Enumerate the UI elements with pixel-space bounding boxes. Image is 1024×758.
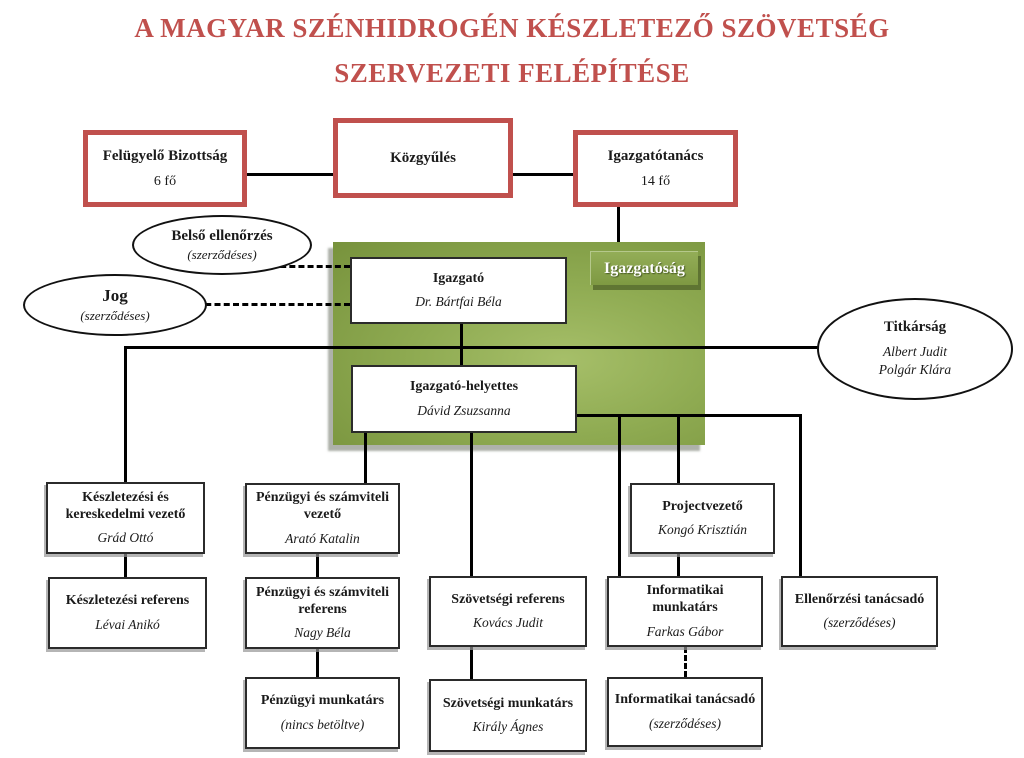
- box-igazgato-helyettes: Igazgató-helyettes Dávid Zsuzsanna: [351, 365, 577, 433]
- connector-helyettes-szovetsegi: [470, 433, 473, 576]
- page-title-line1: A MAGYAR SZÉNHIDROGÉN KÉSZLETEZŐ SZÖVETS…: [134, 13, 890, 43]
- box-name: Nagy Béla: [294, 625, 351, 641]
- box-name: Grád Ottó: [97, 530, 154, 546]
- box-title: Szövetségi referens: [451, 591, 565, 607]
- ellipse-name: Polgár Klára: [878, 362, 952, 377]
- box-projectvezeto: Projectvezető Kongó Krisztián: [630, 483, 775, 554]
- box-szovetsegi-munkatars: Szövetségi munkatárs Király Ágnes: [429, 679, 587, 752]
- box-title: Informatikai munkatárs: [646, 583, 724, 615]
- box-kozgyules: Közgyűlés: [333, 118, 513, 198]
- box-title: Pénzügyi és számviteli vezető: [256, 490, 389, 522]
- box-igazgatotanacs: Igazgatótanács 14 fő: [573, 130, 738, 207]
- box-penzugyi-munkatars: Pénzügyi munkatárs (nincs betöltve): [245, 677, 400, 749]
- connector-felugyelo-kozgyules: [247, 173, 333, 176]
- connector-penzugyi-munkatars: [316, 649, 319, 677]
- box-igazgato: Igazgató Dr. Bártfai Béla: [350, 257, 567, 324]
- connector-rail-projectvezeto: [677, 414, 680, 483]
- dashed-connector-belso-igazgato: [262, 265, 350, 268]
- connector-penzugyi-referens: [316, 554, 319, 577]
- box-title: Igazgató: [432, 270, 485, 286]
- box-informatikai-munkatars: Informatikai munkatárs Farkas Gábor: [607, 576, 763, 647]
- box-name: Dr. Bártfai Béla: [415, 294, 502, 310]
- box-title: Pénzügyi és számviteli referens: [256, 584, 389, 617]
- box-title: Közgyűlés: [390, 149, 456, 166]
- connector-keszletezesi-referens: [124, 554, 127, 577]
- box-keszletezesi-referens: Készletezési referens Lévai Anikó: [48, 577, 207, 649]
- box-title: Felügyelő Bizottság: [102, 147, 228, 164]
- connector-rail-keszletezesi: [124, 346, 127, 483]
- box-name: Kongó Krisztián: [658, 522, 747, 538]
- box-name: (nincs betöltve): [280, 716, 365, 732]
- box-name: Király Ágnes: [472, 719, 544, 735]
- box-name: Kovács Judit: [472, 615, 544, 631]
- connector-helyettes-penzugyi: [364, 433, 367, 483]
- box-penzugyi-vezeto: Pénzügyi és számviteli vezető Arató Kata…: [245, 483, 400, 554]
- box-title: Készletezési és kereskedelmi vezető: [65, 489, 186, 522]
- box-title: Ellenőrzési tanácsadó: [794, 591, 925, 607]
- box-felugyelo-bizottsag: Felügyelő Bizottság 6 fő: [83, 130, 247, 207]
- ellipse-belso-ellenorzes: Belső ellenőrzés (szerződéses): [132, 215, 312, 275]
- box-ellenorzesi-tanacsado: Ellenőrzési tanácsadó (szerződéses): [781, 576, 938, 647]
- ellipse-name: Albert Judit: [882, 343, 948, 359]
- box-name: Dávid Zsuzsanna: [417, 402, 511, 418]
- ellipse-note: (szerződéses): [80, 308, 150, 323]
- dashed-connector-informatikai-tanacsado: [684, 647, 687, 677]
- page-title-line2: SZERVEZETI FELÉPÍTÉSE: [334, 58, 690, 88]
- box-subtitle: 6 fő: [153, 173, 177, 189]
- connector-kozgyules-igazgatotanacs: [513, 173, 573, 176]
- ellipse-title: Jog: [102, 286, 128, 305]
- board-label-igazgatosag: Igazgatóság: [590, 251, 698, 285]
- connector-right-rail: [577, 414, 802, 417]
- box-title: Informatikai tanácsadó: [614, 692, 756, 708]
- box-name: Farkas Gábor: [646, 623, 724, 639]
- box-name: Lévai Anikó: [95, 616, 160, 632]
- ellipse-jog: Jog (szerződéses): [23, 274, 207, 336]
- box-title: Pénzügyi munkatárs: [260, 693, 385, 709]
- box-name: (szerződéses): [823, 615, 896, 631]
- box-name: (szerződéses): [649, 715, 721, 731]
- dashed-connector-jog-igazgato: [196, 303, 350, 306]
- ellipse-title: Titkárság: [883, 318, 947, 335]
- box-title: Szövetségi munkatárs: [442, 695, 574, 711]
- box-title: Projectvezető: [662, 498, 743, 514]
- connector-szovetsegi-munkatars: [470, 647, 473, 679]
- ellipse-titkarsag: Titkárság Albert Judit Polgár Klára: [817, 298, 1013, 400]
- box-title: Készletezési referens: [65, 593, 190, 609]
- box-subtitle: 14 fő: [640, 173, 671, 189]
- connector-igazgato-helyettes: [460, 324, 463, 365]
- box-name: Arató Katalin: [285, 530, 360, 546]
- connector-rail-informatikai: [618, 414, 621, 576]
- connector-rail-ellenorzesi: [799, 414, 802, 576]
- connector-titkarsag-rail: [124, 346, 820, 349]
- connector-igazgatotanacs-board: [617, 207, 620, 242]
- box-keszletezesi-vezeto: Készletezési és kereskedelmi vezető Grád…: [46, 482, 205, 554]
- box-title: Igazgató-helyettes: [409, 379, 519, 395]
- box-informatikai-tanacsado: Informatikai tanácsadó (szerződéses): [607, 677, 763, 747]
- ellipse-title: Belső ellenőrzés: [171, 227, 273, 244]
- ellipse-note: (szerződéses): [187, 246, 257, 262]
- box-szovetsegi-referens: Szövetségi referens Kovács Judit: [429, 576, 587, 647]
- connector-projectvezeto-informatikai: [677, 554, 680, 576]
- box-title: Igazgatótanács: [607, 147, 704, 164]
- box-penzugyi-referens: Pénzügyi és számviteli referens Nagy Bél…: [245, 577, 400, 649]
